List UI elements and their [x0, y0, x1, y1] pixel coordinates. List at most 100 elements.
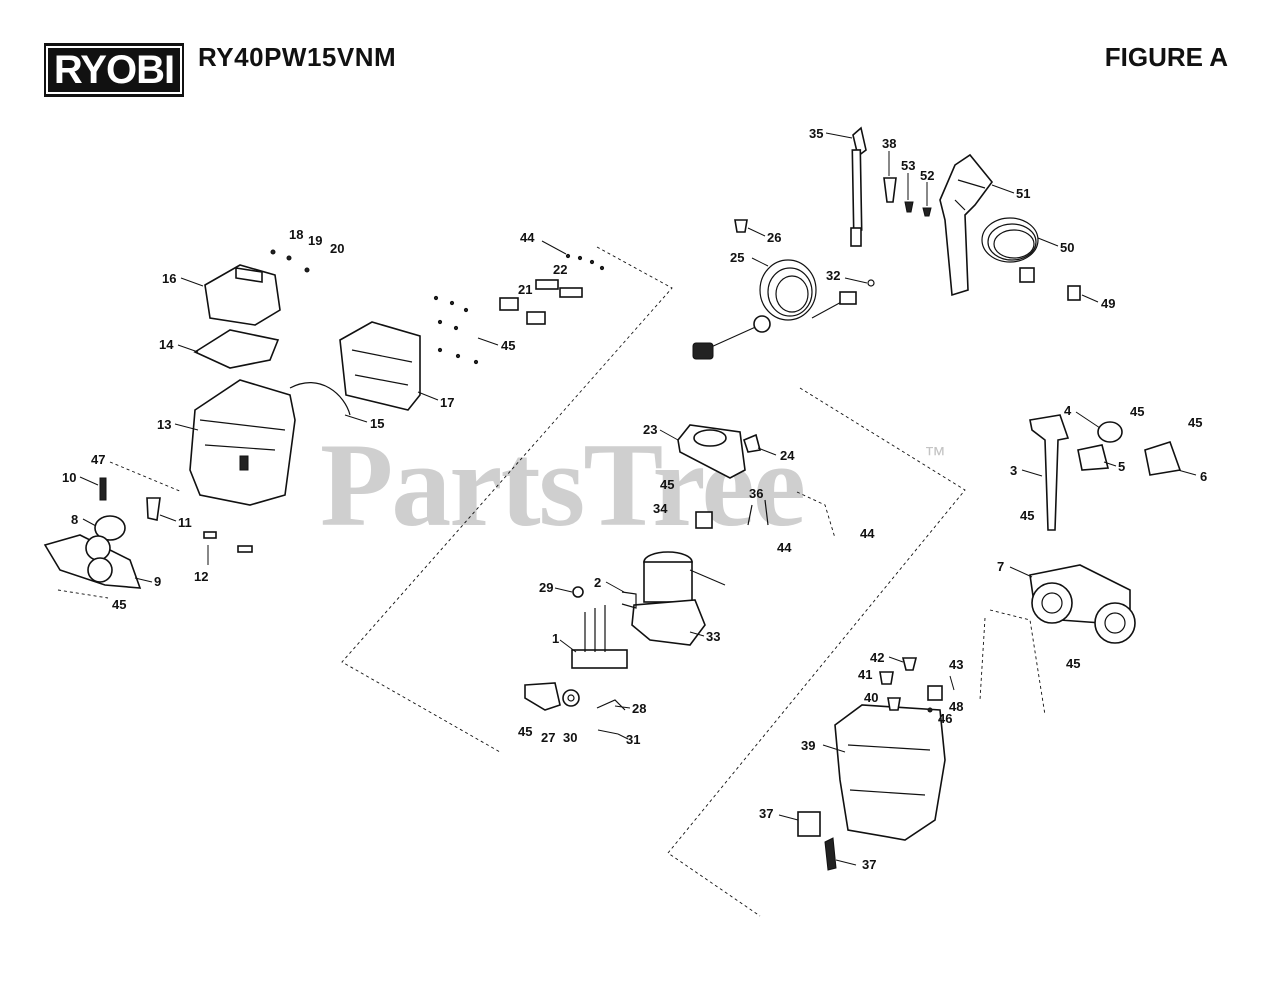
callout-44-top: 44	[520, 230, 535, 245]
lever-28[interactable]	[596, 699, 626, 711]
valve-40[interactable]	[887, 697, 901, 711]
pin-43[interactable]	[949, 675, 955, 691]
trademark-symbol: ™	[924, 442, 946, 467]
callout-49: 49	[1101, 296, 1115, 311]
screw-18[interactable]	[270, 249, 276, 255]
callout-21: 21	[518, 282, 532, 297]
ryobi-logo-text: RYOBI	[45, 46, 183, 94]
callout-45-clamp: 45	[1130, 404, 1144, 419]
valve-42[interactable]	[901, 657, 918, 671]
callout-45-pump: 45	[660, 477, 674, 492]
manifold-1[interactable]	[571, 605, 628, 669]
callout-25: 25	[730, 250, 744, 265]
callout-20: 20	[330, 241, 344, 256]
callout-40: 40	[864, 690, 878, 705]
callout-14: 14	[159, 337, 174, 352]
screw-19[interactable]	[286, 255, 292, 261]
callout-45-cover: 45	[112, 597, 126, 612]
clip-24[interactable]	[743, 433, 761, 453]
bracket-37a[interactable]	[797, 811, 821, 837]
callout-3: 3	[1010, 463, 1017, 478]
callout-35: 35	[809, 126, 823, 141]
callout-28: 28	[632, 701, 646, 716]
callout-38: 38	[882, 136, 896, 151]
cover-seal[interactable]	[193, 329, 280, 369]
callout-46: 46	[938, 711, 952, 726]
terminal-22b[interactable]	[559, 287, 583, 298]
gasket-15[interactable]	[289, 382, 351, 416]
bracket-6[interactable]	[1144, 441, 1182, 476]
terminal-21b[interactable]	[526, 311, 546, 325]
callout-11: 11	[178, 515, 192, 530]
o-ring-32[interactable]	[867, 279, 875, 287]
callout-47: 47	[91, 452, 105, 467]
cap-48[interactable]	[927, 685, 943, 701]
callout-23: 23	[643, 422, 657, 437]
nozzle-tip[interactable]	[883, 177, 897, 203]
adapter-49[interactable]	[1067, 285, 1081, 301]
battery-cover[interactable]	[204, 264, 281, 326]
spray-wand[interactable]	[850, 126, 867, 247]
battery-tray[interactable]	[339, 321, 421, 411]
high-pressure-hose[interactable]	[692, 259, 857, 360]
callout-8: 8	[71, 512, 78, 527]
callout-52: 52	[920, 168, 934, 183]
callout-9: 9	[154, 574, 161, 589]
base-39[interactable]	[834, 704, 946, 841]
cap-8[interactable]	[94, 515, 126, 541]
fitting-26[interactable]	[734, 219, 748, 233]
clip-12a[interactable]	[203, 531, 217, 539]
handle-3[interactable]	[1029, 414, 1070, 531]
callout-45-bracket: 45	[1188, 415, 1202, 430]
callout-22: 22	[553, 262, 567, 277]
pump-cover-23[interactable]	[677, 424, 746, 479]
spray-gun[interactable]	[939, 153, 994, 297]
main-housing[interactable]	[189, 379, 296, 506]
motor-pump-33[interactable]	[631, 551, 726, 646]
callout-6: 6	[1200, 469, 1207, 484]
bracket-5[interactable]	[1077, 444, 1110, 471]
callout-1: 1	[552, 631, 559, 646]
screw-52[interactable]	[922, 207, 932, 217]
callout-19: 19	[308, 233, 322, 248]
callout-44-right: 44	[860, 526, 875, 541]
callout-53: 53	[901, 158, 915, 173]
figure-label: FIGURE A	[1104, 42, 1228, 72]
pcb-34[interactable]	[695, 511, 713, 529]
callout-15: 15	[370, 416, 384, 431]
wheel-frame-7[interactable]	[1029, 564, 1136, 644]
callout-13: 13	[157, 417, 171, 432]
callout-29: 29	[539, 580, 553, 595]
clip-12b[interactable]	[237, 545, 253, 553]
coiled-hose-50[interactable]	[981, 217, 1039, 283]
bracket-37b[interactable]	[824, 837, 837, 871]
terminal-22a[interactable]	[535, 279, 559, 290]
pin-31[interactable]	[597, 729, 619, 735]
screw-20[interactable]	[304, 267, 310, 273]
model-number: RY40PW15VNM	[198, 42, 397, 72]
bracket-2[interactable]	[621, 591, 637, 609]
callout-4: 4	[1064, 403, 1072, 418]
terminal-21a[interactable]	[499, 297, 519, 311]
screw-cluster-44	[565, 253, 605, 271]
front-cover-9[interactable]	[43, 534, 142, 589]
callout-31: 31	[626, 732, 640, 747]
clip-11[interactable]	[146, 497, 161, 521]
callout-30: 30	[563, 730, 577, 745]
latch-10[interactable]	[99, 477, 107, 501]
callout-12: 12	[194, 569, 208, 584]
washer-30[interactable]	[562, 689, 580, 707]
screw-53[interactable]	[904, 201, 914, 213]
base-group-boundary	[667, 387, 966, 917]
callout-32: 32	[826, 268, 840, 283]
ryobi-logo: RYOBI	[44, 43, 184, 97]
clamp-4[interactable]	[1097, 421, 1123, 443]
switch-27[interactable]	[524, 682, 561, 711]
callout-10: 10	[62, 470, 76, 485]
fitting-29[interactable]	[572, 586, 584, 598]
callout-45-base: 45	[1066, 656, 1080, 671]
screw-46[interactable]	[927, 707, 933, 713]
valve-41[interactable]	[879, 671, 894, 685]
bracket-36[interactable]	[747, 499, 769, 526]
